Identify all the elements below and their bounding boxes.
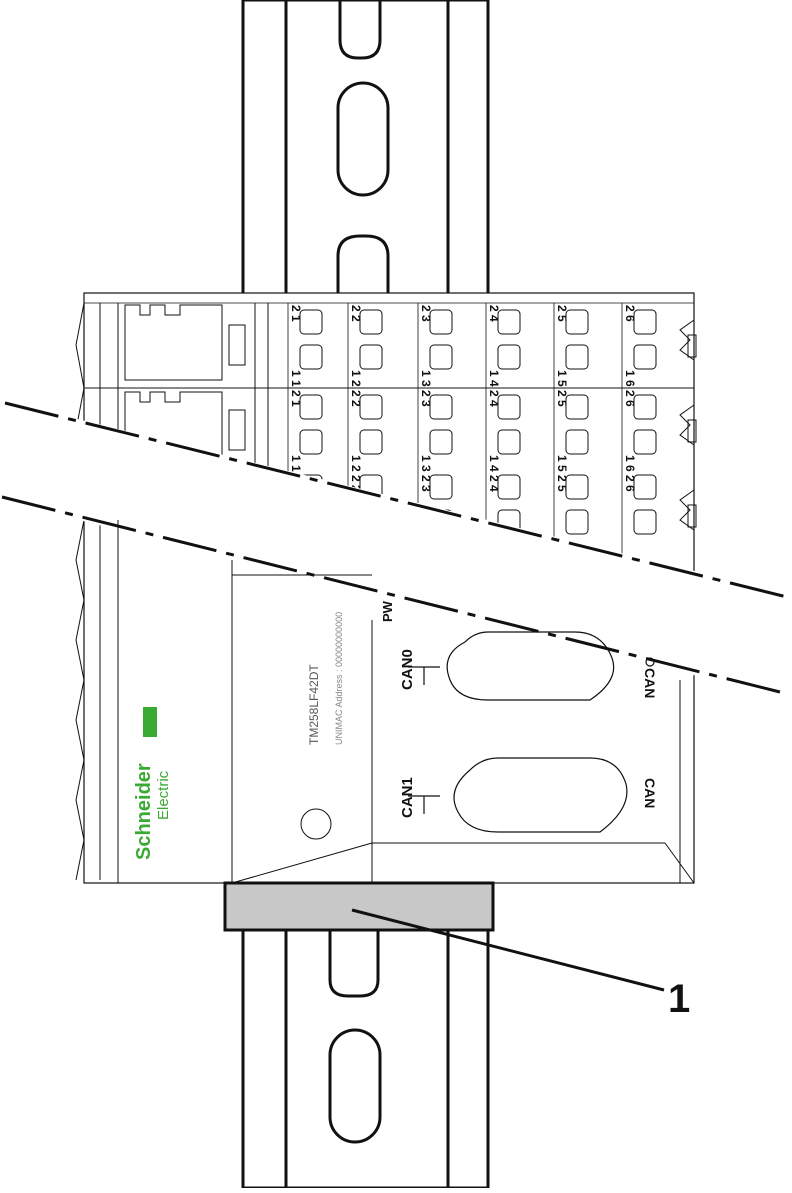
- model-label: TM258LF42DT: [307, 664, 321, 745]
- terminal-number: 2 5: [555, 305, 569, 322]
- terminal-number: 1 6: [623, 370, 637, 387]
- terminal-slot[interactable]: [633, 309, 657, 335]
- can1-connector[interactable]: [453, 757, 628, 833]
- terminal-number: 1 2: [349, 455, 363, 472]
- mac-label: UNIMAC Address : 00000000000: [334, 612, 344, 745]
- din-clip[interactable]: [223, 881, 495, 932]
- terminal-number: 2 4: [487, 305, 501, 322]
- terminal-slot[interactable]: [565, 509, 589, 535]
- din-rail-bottom: [241, 928, 490, 1190]
- terminal-slot[interactable]: [497, 429, 521, 455]
- brand-subname: Electric: [155, 770, 172, 820]
- can-port-markers: [408, 657, 655, 814]
- can1-label: CAN1: [399, 777, 416, 818]
- terminal-number: 2 5: [555, 390, 569, 407]
- terminal-number: 2 2: [349, 305, 363, 322]
- terminal-slot[interactable]: [633, 474, 657, 500]
- terminal-slot[interactable]: [299, 394, 323, 420]
- terminal-number: 1 3: [419, 455, 433, 472]
- terminal-slot[interactable]: [429, 344, 453, 370]
- terminal-slot[interactable]: [497, 344, 521, 370]
- terminal-slot[interactable]: [359, 429, 383, 455]
- terminal-slot[interactable]: [565, 309, 589, 335]
- brand-mark: [143, 707, 157, 737]
- din-rail-top: [241, 0, 490, 300]
- pwr-label: PW: [380, 600, 395, 622]
- can0-side-label: CAN: [642, 668, 658, 698]
- terminal-number: 1 4: [487, 370, 501, 387]
- terminal-slot[interactable]: [359, 394, 383, 420]
- terminal-slot[interactable]: [429, 474, 453, 500]
- terminal-slot[interactable]: [299, 429, 323, 455]
- terminal-number: 2 1: [289, 390, 303, 407]
- terminal-slot[interactable]: [429, 394, 453, 420]
- terminal-number: 1 6: [623, 455, 637, 472]
- can0-connector[interactable]: [446, 631, 615, 701]
- terminal-slot[interactable]: [497, 309, 521, 335]
- terminal-number: 2 2: [349, 390, 363, 407]
- terminal-number: 2 4: [487, 390, 501, 407]
- callout-1: 1: [351, 908, 690, 1021]
- terminal-slot[interactable]: [429, 309, 453, 335]
- terminal-slot[interactable]: [359, 344, 383, 370]
- terminal-number: 1 5: [555, 455, 569, 472]
- terminal-number: 1 1: [289, 455, 303, 472]
- terminal-number: 1 5: [555, 370, 569, 387]
- right-edge-clips: [679, 319, 697, 883]
- terminal-slot[interactable]: [633, 429, 657, 455]
- can0-label: CAN0: [399, 649, 416, 690]
- terminal-slot[interactable]: [565, 394, 589, 420]
- terminal-slot[interactable]: [359, 309, 383, 335]
- terminal-number: 2 6: [623, 475, 637, 492]
- break-cutaway: [0, 400, 792, 700]
- brand-name: Schneider: [133, 763, 155, 860]
- terminal-slot[interactable]: [633, 394, 657, 420]
- terminal-slot[interactable]: [565, 429, 589, 455]
- terminal-number: 2 6: [623, 305, 637, 322]
- brand-logo: Schneider Electric: [133, 707, 172, 860]
- terminal-slot[interactable]: [497, 394, 521, 420]
- terminal-number: 1 3: [419, 370, 433, 387]
- terminal-slot[interactable]: [497, 474, 521, 500]
- terminal-number: 1 2: [349, 370, 363, 387]
- device-labels: CAN0 CAN1 CAN CAN PW TM258LF42DT UNIMAC …: [307, 600, 658, 818]
- terminal-number: 2 3: [419, 390, 433, 407]
- terminal-slot[interactable]: [299, 344, 323, 370]
- terminal-number: 1 4: [487, 455, 501, 472]
- terminal-number: 2 5: [555, 475, 569, 492]
- terminal-number: 2 3: [419, 305, 433, 322]
- can1-side-label: CAN: [642, 778, 658, 808]
- terminal-slot[interactable]: [565, 344, 589, 370]
- terminal-slot[interactable]: [565, 474, 589, 500]
- controller-lower-details: [117, 520, 695, 884]
- terminal-number: 2 6: [623, 390, 637, 407]
- callout-leader: [351, 908, 665, 992]
- terminal-slot[interactable]: [429, 429, 453, 455]
- terminal-slot[interactable]: [633, 509, 657, 535]
- callout-number: 1: [668, 977, 690, 1021]
- terminal-number: 2 1: [289, 305, 303, 322]
- terminal-slot[interactable]: [299, 309, 323, 335]
- terminal-number: 2 3: [419, 475, 433, 492]
- break-lines: [1, 401, 788, 694]
- terminal-number: 1 1: [289, 370, 303, 387]
- terminal-slot[interactable]: [633, 344, 657, 370]
- terminal-number: 2 4: [487, 475, 501, 492]
